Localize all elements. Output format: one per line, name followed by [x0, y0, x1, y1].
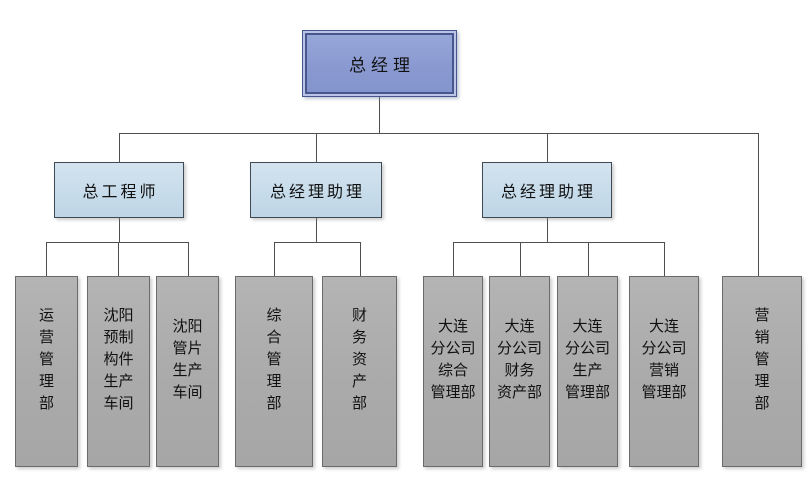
org-node-dalian-marketing-management-dept[interactable]: 大连 分公司 营销 管理部	[629, 276, 699, 467]
connector-drop-gm-assistant-1	[316, 133, 317, 162]
org-node-gm-assistant-2[interactable]: 总经理助理	[482, 162, 612, 218]
org-node-chief-engineer[interactable]: 总工程师	[54, 162, 184, 218]
connector-drop-operations	[46, 242, 47, 276]
connector-drop-dalian-marketing	[664, 242, 665, 276]
connector-gm-assistant-1-down	[316, 218, 317, 242]
connector-drop-dalian-general	[453, 242, 454, 276]
org-node-dalian-production-management-dept[interactable]: 大连 分公司 生产 管理部	[557, 276, 618, 467]
org-node-operations-management-dept[interactable]: 运 营 管 理 部	[15, 276, 78, 467]
connector-drop-dalian-production	[588, 242, 589, 276]
org-node-gm-assistant-1[interactable]: 总经理助理	[250, 162, 382, 218]
connector-root-down	[379, 97, 380, 134]
org-node-label: 总经理	[349, 56, 415, 76]
connector-drop-precast	[118, 242, 119, 276]
connector-top-bus	[119, 133, 759, 134]
connector-bus-gm-assistant-1	[274, 242, 360, 243]
connector-drop-finance-assets	[360, 242, 361, 276]
connector-chief-engineer-down	[119, 218, 120, 242]
connector-drop-dalian-finance	[520, 242, 521, 276]
org-node-marketing-management-dept[interactable]: 营 销 管 理 部	[722, 276, 802, 467]
org-node-general-manager-inner: 总经理	[305, 33, 454, 94]
connector-drop-chief-engineer	[119, 133, 120, 162]
connector-drop-gm-assistant-2	[547, 133, 548, 162]
connector-bus-chief-engineer	[46, 242, 188, 243]
org-node-label: 总经理助理	[500, 182, 596, 201]
connector-gm-assistant-2-down	[547, 218, 548, 242]
org-node-dalian-finance-assets-dept[interactable]: 大连 分公司 财务 资产部	[489, 276, 550, 467]
org-node-general-management-dept[interactable]: 综 合 管 理 部	[235, 276, 313, 467]
connector-drop-marketing-dept	[758, 133, 759, 276]
connector-drop-segment	[188, 242, 189, 276]
org-node-shenyang-precast-workshop[interactable]: 沈阳 预制 构件 生产 车间	[87, 276, 150, 467]
org-node-label: 总工程师	[82, 182, 159, 201]
org-node-label: 总经理助理	[269, 182, 365, 201]
connector-drop-general-mgmt	[274, 242, 275, 276]
org-node-shenyang-segment-workshop[interactable]: 沈阳 管片 生产 车间	[156, 276, 219, 467]
connector-bus-gm-assistant-2	[453, 242, 664, 243]
org-node-finance-assets-dept[interactable]: 财 务 资 产 部	[322, 276, 397, 467]
org-node-general-manager[interactable]: 总经理	[302, 30, 457, 97]
org-node-dalian-general-management-dept[interactable]: 大连 分公司 综合 管理部	[423, 276, 483, 467]
